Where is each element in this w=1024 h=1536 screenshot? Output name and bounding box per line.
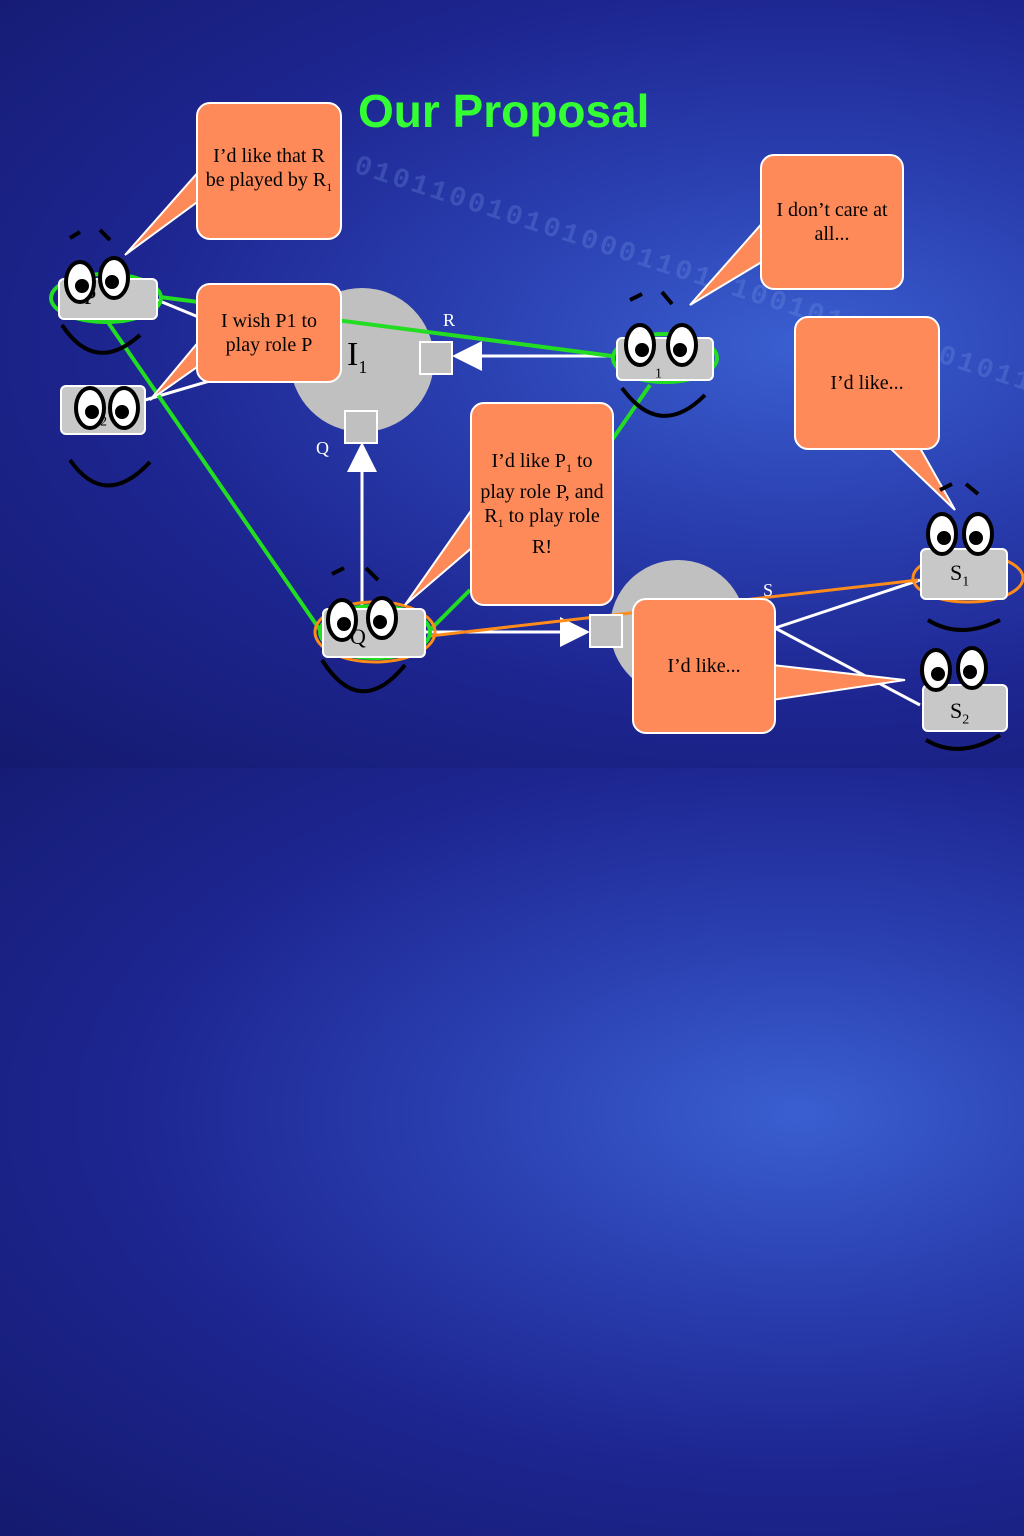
faces-layer bbox=[60, 228, 1002, 751]
green-link-p-q bbox=[103, 316, 322, 632]
face-s1-icon bbox=[926, 482, 1001, 632]
speech-bubble-s1: I’d like... bbox=[794, 316, 940, 450]
bubble-p2-text: I wish P1 to play role P bbox=[220, 310, 318, 356]
green-link-r1-down bbox=[610, 383, 652, 442]
port-s[interactable] bbox=[589, 614, 623, 648]
speech-bubble-s2: I’d like... bbox=[632, 598, 776, 734]
green-link-q-up bbox=[428, 588, 472, 632]
port-r-label: R bbox=[443, 310, 456, 330]
face-p-icon bbox=[60, 228, 142, 355]
bubble-r1-text: I don’t care at all... bbox=[776, 199, 888, 245]
speech-bubble-r1: I don’t care at all... bbox=[760, 154, 904, 290]
agent-s2-box[interactable] bbox=[922, 684, 1008, 732]
page-title: Our Proposal bbox=[358, 85, 650, 137]
bubble-s1-text: I’d like... bbox=[830, 372, 904, 394]
agent-r1-label: 1 bbox=[655, 366, 662, 382]
instance-i1-label: I1 bbox=[347, 336, 368, 377]
white-link-s1 bbox=[774, 578, 921, 630]
agent-s1-label: S1 bbox=[950, 560, 970, 590]
agent-s1-box[interactable] bbox=[920, 548, 1008, 600]
bubble-p-text: I’d like that R be played by R1 bbox=[205, 144, 333, 194]
speech-bubble-q: I’d like P1 to play role P, and R1 to pl… bbox=[470, 402, 614, 606]
face-r1-icon bbox=[620, 290, 707, 418]
port-r[interactable] bbox=[419, 341, 453, 375]
port-q-label: Q bbox=[316, 438, 329, 458]
agent-p2-label: 2 bbox=[100, 414, 107, 430]
green-ellipse-r1 bbox=[611, 332, 719, 384]
speech-bubble-p2: I wish P1 to play role P bbox=[196, 283, 342, 383]
port-q[interactable] bbox=[344, 410, 378, 444]
white-link-s2 bbox=[774, 626, 921, 707]
bubble-s2-text: I’d like... bbox=[667, 655, 741, 677]
face-s2-icon bbox=[920, 646, 1002, 751]
speech-bubble-p: I’d like that R be played by R1 bbox=[196, 102, 342, 240]
face-q-icon bbox=[320, 566, 407, 694]
face-p2-icon bbox=[68, 386, 152, 488]
port-s-label: S bbox=[763, 580, 774, 600]
agent-s2-label: S2 bbox=[950, 698, 970, 728]
bubble-q-text: I’d like P1 to play role P, and R1 to pl… bbox=[480, 450, 604, 558]
